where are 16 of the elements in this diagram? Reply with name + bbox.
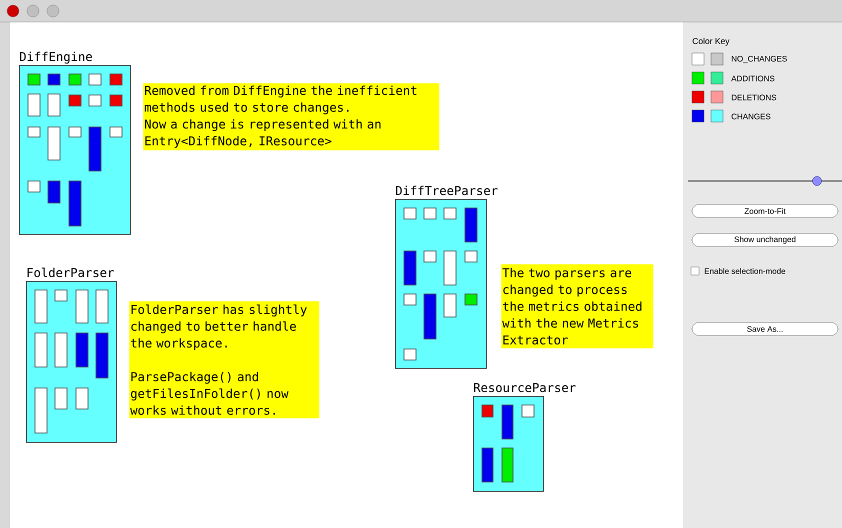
panel-heading: Color Key [692, 38, 730, 46]
legend-label: NO_CHANGES [732, 56, 787, 64]
node-label: FolderParser [28, 268, 114, 278]
note-box: Removed from DiffEngine the inefficient methods used to store changes. Now a change is represented with an Entry<DiffNode, IResource> [143, 83, 440, 150]
node-label: DiffEngine [20, 52, 92, 64]
legend-label: ADDITIONS [731, 76, 774, 82]
push-button: Zoom-to-Fit [692, 204, 838, 218]
push-button: Save As... [692, 322, 838, 336]
legend-label: DELETIONS [732, 94, 776, 100]
push-button: Show unchanged [692, 233, 838, 247]
node-label: DiffTreeParser [396, 186, 498, 196]
checkbox: Enable selection-mode [690, 266, 786, 276]
legend-label: CHANGES [732, 114, 770, 120]
node-label: ResourceParser [474, 383, 576, 392]
note-box: The two parsers are changed to process the metrics obtained with the new Metrics Extractor [501, 264, 654, 348]
note-box: FolderParser has slightly changed to better handle the workspace. ParsePackage() and getFilesInFolder() now works without errors. [129, 301, 320, 418]
